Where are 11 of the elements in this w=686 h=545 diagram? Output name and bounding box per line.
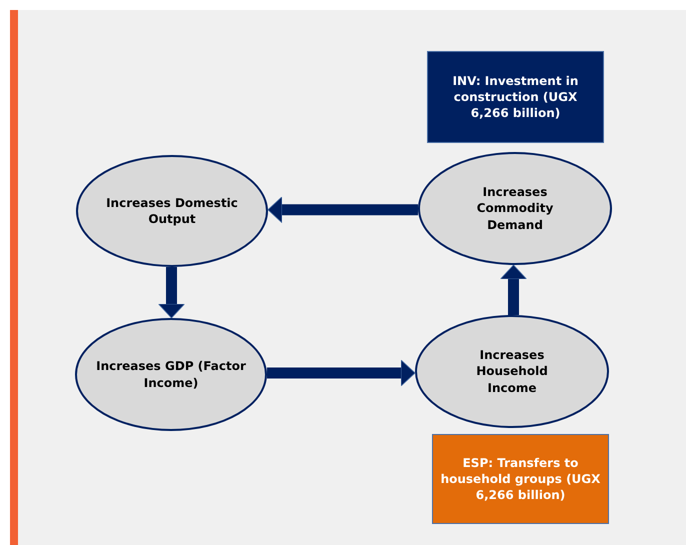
node-label: Increases Household Income (475, 347, 549, 396)
block-arrow (500, 264, 527, 315)
node-label: Increases Commodity Demand (476, 184, 554, 233)
node-label: Increases Domestic Output (105, 194, 239, 228)
info-box (432, 434, 609, 524)
node-label: Increases GDP (Factor Income) (96, 358, 246, 391)
block-arrow (158, 267, 185, 318)
node-label: ESP: Transfers to household groups (UGX 6,266 billion) (440, 454, 602, 504)
block-arrow (268, 196, 418, 224)
info-box (427, 51, 604, 143)
node-label: INV: Investment in construction (UGX 6,266 billion) (452, 72, 580, 122)
